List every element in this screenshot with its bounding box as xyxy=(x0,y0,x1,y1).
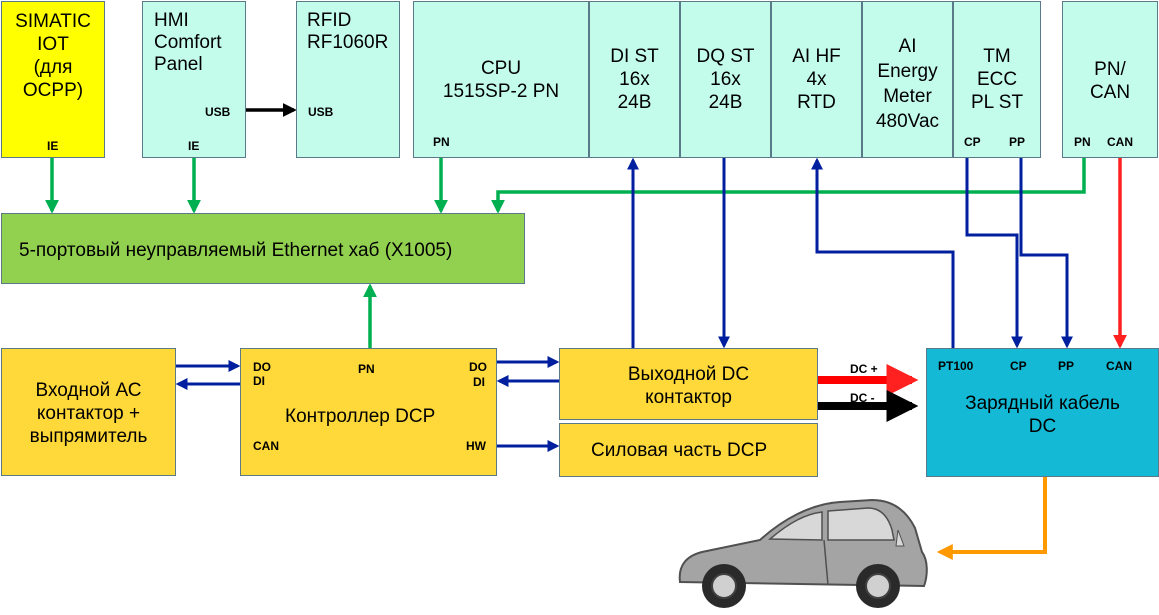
di-title: DI ST 16x 24B xyxy=(610,46,659,113)
cable-cp-port: CP xyxy=(1010,359,1027,373)
hmi-ie-port: IE xyxy=(188,139,200,153)
rfid-module: RFID RF1060R USB xyxy=(296,1,400,158)
ai-hf-title: AI HF 4x RTD xyxy=(792,46,841,113)
output-dc-title: Выходной DC контактор xyxy=(627,364,750,408)
controller-hw-port: HW xyxy=(466,439,486,453)
hmi-usb-port: USB xyxy=(205,105,231,119)
cpu-title: CPU 1515SP-2 PN xyxy=(442,58,560,102)
controller-di-right: DI xyxy=(473,375,485,389)
cable-pp-port: PP xyxy=(1058,359,1075,373)
tm-ecc-module: TM ECC PL ST CP PP xyxy=(953,1,1041,158)
controller-title: Контроллер DCP xyxy=(285,406,436,427)
pn-can-title: PN/ CAN xyxy=(1089,59,1131,103)
charging-cable-dc: PT100 CP PP CAN Зарядный кабель DC xyxy=(926,348,1159,477)
dc-minus-label: DC - xyxy=(850,391,875,405)
cpu-pn-port: PN xyxy=(433,135,450,149)
ai-hf-module: AI HF 4x RTD xyxy=(771,1,862,158)
pn-can-can-port: CAN xyxy=(1107,135,1133,149)
controller-can-port: CAN xyxy=(253,439,279,453)
cable-title: Зарядный кабель DC xyxy=(965,393,1120,437)
input-ac-title: Входной АС контактор + выпрямитель xyxy=(29,380,148,447)
dq-module: DQ ST 16x 24B xyxy=(680,1,771,158)
ai-energy-title: AI Energy Meter 480Vac xyxy=(875,36,940,132)
tm-cp-port: CP xyxy=(964,135,981,149)
rfid-usb-port: USB xyxy=(308,105,334,119)
ethernet-links xyxy=(45,158,1086,348)
simatic-iot-title: SIMATIC IOT (для OCPP) xyxy=(15,11,91,101)
cable-pt100-port: PT100 xyxy=(938,359,974,373)
di-module: DI ST 16x 24B xyxy=(589,1,680,158)
pn-can-module: PN/ CAN PN CAN xyxy=(1062,1,1158,158)
link-tm-cp-to-cable xyxy=(965,158,1023,349)
simatic-ie-port: IE xyxy=(47,139,59,153)
pn-can-pn-port: PN xyxy=(1074,135,1091,149)
link-cable-pt100-to-aihf xyxy=(811,157,955,348)
output-dc-contactor: Выходной DC контактор xyxy=(559,348,818,420)
dq-title: DQ ST 16x 24B xyxy=(696,46,755,113)
power-title: Силовая часть DCP xyxy=(591,440,768,461)
link-pncan-hub xyxy=(491,158,1086,214)
ethernet-hub-title: 5-портовый неуправляемый Ethernet хаб (X… xyxy=(19,240,453,261)
cpu-module: CPU 1515SP-2 PN PN xyxy=(413,1,589,158)
hmi-panel-module: HMI Comfort Panel USB IE xyxy=(142,1,246,158)
controller-pn-port: PN xyxy=(358,362,375,376)
dc-plus-label: DC + xyxy=(850,362,878,376)
tm-ecc-title: TM ECC PL ST xyxy=(970,46,1024,113)
ethernet-hub: 5-портовый неуправляемый Ethernet хаб (X… xyxy=(1,213,525,284)
dcp-controller: DO DI PN DO DI Контроллер DCP CAN HW xyxy=(240,348,497,476)
electric-car-icon xyxy=(678,498,928,608)
controller-di-left: DI xyxy=(253,374,265,388)
dcp-power-section: Силовая часть DCP xyxy=(559,423,818,477)
signal-links xyxy=(175,157,1073,452)
controller-do-left: DO xyxy=(253,360,271,374)
ai-energy-module: AI Energy Meter 480Vac xyxy=(862,1,953,158)
tm-pp-port: PP xyxy=(1009,135,1026,149)
cable-can-port: CAN xyxy=(1106,359,1132,373)
controller-do-right: DO xyxy=(469,360,487,374)
input-ac-contactor: Входной АС контактор + выпрямитель xyxy=(1,348,176,476)
rfid-title: RFID RF1060R xyxy=(307,10,389,53)
simatic-iot-module: SIMATIC IOT (для OCPP) IE xyxy=(1,1,105,158)
link-tm-pp-to-cable xyxy=(1019,158,1073,349)
link-cable-to-car xyxy=(936,477,1047,560)
hmi-title: HMI Comfort Panel xyxy=(154,10,222,75)
